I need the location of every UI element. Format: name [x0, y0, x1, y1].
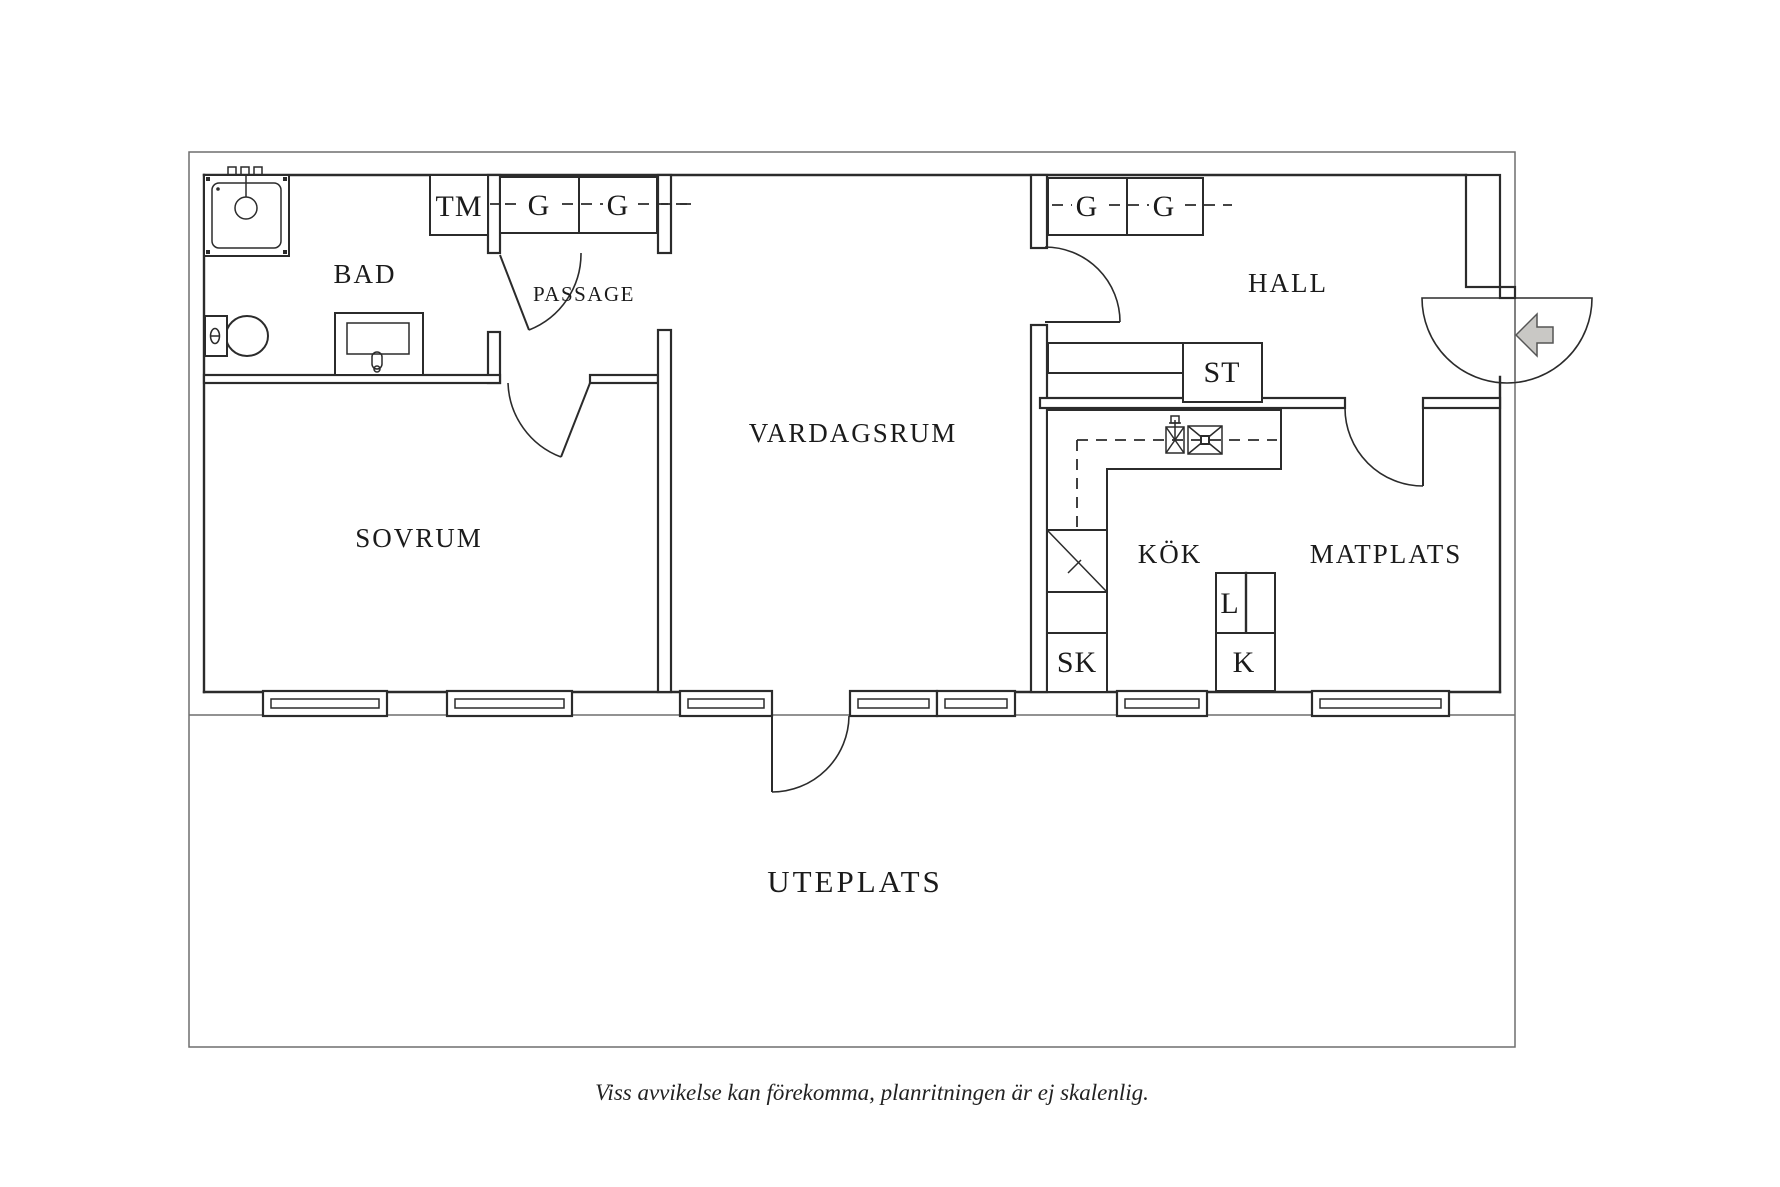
kitchen-sink-icon: [1187, 425, 1223, 455]
window: [445, 689, 574, 718]
label-g: G: [607, 189, 630, 222]
cabinet-box: [1046, 591, 1108, 634]
passage-pillar: [656, 173, 673, 255]
windows: [261, 689, 1451, 718]
room-label-hall: HALL: [1248, 268, 1328, 298]
vardagsrum-kok-wall: [1029, 323, 1049, 694]
label-l: L: [1220, 587, 1239, 620]
tall-cabinet-box: [1046, 632, 1108, 693]
label-backing: [1072, 189, 1102, 223]
kitchen-faucet-icon: [1165, 415, 1185, 454]
sovrum-top-wall: [588, 373, 660, 385]
room-label-matplats: MATPLATS: [1310, 539, 1463, 569]
dishwasher-tick: [1067, 559, 1082, 574]
doors: [499, 246, 1593, 793]
sovrum-door: [507, 382, 591, 458]
vardagsrum-hall-door: [1044, 246, 1121, 323]
room-label-uteplats: UTEPLATS: [767, 864, 943, 899]
storage-units: [429, 174, 1276, 693]
fridge-box: [1215, 632, 1276, 692]
label-tm: TM: [436, 190, 483, 223]
label-st: ST: [1203, 356, 1240, 389]
entry-jamb: [1498, 285, 1517, 300]
washing-machine-box: [429, 174, 489, 236]
interior-walls: [202, 173, 1517, 694]
matplats-top-wall: [1421, 396, 1502, 410]
hall-low-cabinet: [1047, 342, 1184, 374]
label-backing: [603, 188, 633, 222]
window: [1310, 689, 1451, 718]
labels: BAD PASSAGE SOVRUM VARDAGSRUM HALL KÖK M…: [333, 189, 1463, 1105]
room-label-kok: KÖK: [1138, 539, 1203, 569]
counter-outline: [1046, 409, 1282, 531]
exterior-walls: [202, 173, 1502, 694]
room-label-passage: PASSAGE: [533, 282, 635, 306]
shower-icon: [203, 166, 290, 257]
bad-sovrum-wall: [202, 373, 502, 385]
plot-outline: [188, 151, 1516, 1048]
entry-arrow-icon: [1514, 312, 1554, 358]
label-g: G: [1076, 190, 1099, 223]
window: [935, 689, 1017, 718]
label-backing: [524, 188, 554, 222]
cleaning-closet-box: [1182, 342, 1263, 403]
entry-pillar: [1464, 173, 1502, 289]
bad-door: [499, 252, 582, 331]
window: [1115, 689, 1209, 718]
label-backing: [1149, 189, 1179, 223]
label-g: G: [528, 189, 551, 222]
kitchen-counter: [1046, 409, 1282, 531]
uteplats-door: [771, 715, 850, 793]
room-label-vardagsrum: VARDAGSRUM: [749, 418, 958, 448]
bad-passage-wall-upper: [486, 173, 502, 255]
label-g: G: [1153, 190, 1176, 223]
disclaimer-text: Viss avvikelse kan förekomma, planritnin…: [595, 1080, 1149, 1105]
vardagsrum-hall-pillar: [1029, 173, 1049, 250]
hall-matplats-door: [1344, 407, 1424, 487]
label-k: K: [1233, 646, 1256, 679]
bathroom-fixtures: [203, 166, 424, 376]
room-label-bad: BAD: [333, 259, 396, 289]
toilet-icon: [204, 315, 269, 357]
window: [261, 689, 389, 718]
room-label-sovrum: SOVRUM: [355, 523, 483, 553]
dishwasher-diagonal: [1047, 530, 1107, 592]
window: [678, 689, 774, 718]
washbasin-icon: [334, 312, 424, 376]
entry-door: [1421, 297, 1593, 384]
window: [848, 689, 939, 718]
label-sk: SK: [1057, 646, 1097, 679]
sovrum-vardagsrum-wall: [656, 328, 673, 694]
